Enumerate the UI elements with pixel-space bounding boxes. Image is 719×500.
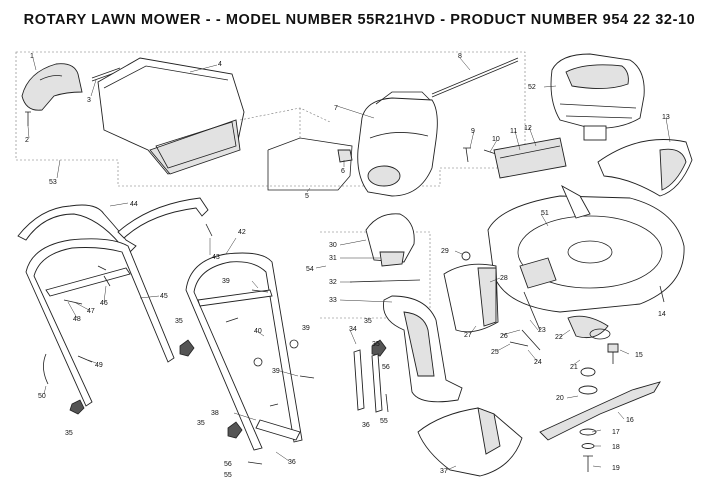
part-label: 48 bbox=[73, 316, 81, 323]
part-label: 43 bbox=[212, 254, 220, 261]
part-label: 44 bbox=[130, 201, 138, 208]
part-label: 17 bbox=[612, 429, 620, 436]
part-label: 9 bbox=[471, 128, 475, 135]
grass-bag bbox=[97, 57, 245, 175]
part-label: 52 bbox=[528, 84, 536, 91]
mower-blade bbox=[539, 381, 661, 441]
part-label: 55 bbox=[380, 418, 388, 425]
part-label: 35 bbox=[197, 420, 205, 427]
part-label: 35 bbox=[372, 341, 380, 348]
right-handle-frame bbox=[185, 252, 303, 451]
part-label: 35 bbox=[175, 318, 183, 325]
left-handle-frame bbox=[25, 238, 175, 407]
part-label: 40 bbox=[254, 328, 262, 335]
diagram-title: ROTARY LAWN MOWER - - MODEL NUMBER 55R21… bbox=[23, 12, 696, 28]
part-label: 49 bbox=[95, 362, 103, 369]
part-label: 19 bbox=[612, 465, 620, 472]
part-label: 39 bbox=[272, 368, 280, 375]
part-label: 23 bbox=[538, 327, 546, 334]
part-label: 11 bbox=[510, 128, 517, 135]
part-label: 46 bbox=[100, 300, 108, 307]
part-label: 22 bbox=[555, 334, 563, 341]
leader-lines bbox=[27, 57, 671, 471]
part-label: 4 bbox=[218, 61, 222, 68]
discharge-chute bbox=[382, 295, 463, 403]
part-labels: 1 2 3 4 5 6 7 8 9 10 11 12 13 14 15 16 1… bbox=[25, 53, 670, 479]
part-label: 26 bbox=[500, 333, 508, 340]
part-label: 3 bbox=[87, 97, 91, 104]
part-label: 27 bbox=[464, 332, 472, 339]
part-label: 30 bbox=[329, 242, 337, 249]
part-label: 50 bbox=[38, 393, 46, 400]
part-label: 6 bbox=[341, 168, 345, 175]
part-label: 32 bbox=[329, 279, 337, 286]
bag-knob bbox=[337, 149, 353, 163]
part-label: 53 bbox=[49, 179, 57, 186]
part-label: 28 bbox=[500, 275, 508, 282]
rear-chute bbox=[417, 407, 523, 477]
part-label: 34 bbox=[349, 326, 357, 333]
part-label: 54 bbox=[306, 266, 314, 273]
mower-deck bbox=[487, 184, 685, 313]
part-label: 56 bbox=[224, 461, 232, 468]
part-label: 36 bbox=[362, 422, 370, 429]
part-label: 56 bbox=[382, 364, 390, 371]
part-label: 14 bbox=[658, 311, 666, 318]
part-label: 13 bbox=[662, 114, 670, 121]
part-label: 45 bbox=[160, 293, 168, 300]
engine bbox=[550, 53, 645, 141]
bag-rod bbox=[431, 57, 519, 98]
part-label: 16 bbox=[626, 417, 634, 424]
part-label: 39 bbox=[302, 325, 310, 332]
bag-housing bbox=[357, 91, 438, 197]
part-label: 36 bbox=[288, 459, 296, 466]
part-label: 39 bbox=[222, 278, 230, 285]
part-label: 33 bbox=[329, 297, 337, 304]
part-label: 25 bbox=[491, 349, 499, 356]
part-label: 51 bbox=[541, 210, 549, 217]
part-label: 47 bbox=[87, 308, 95, 315]
part-label: 55 bbox=[224, 472, 232, 479]
bag-handle-grip bbox=[21, 63, 83, 111]
part-label: 5 bbox=[305, 193, 309, 200]
bag-frame bbox=[267, 137, 353, 191]
part-label: 35 bbox=[65, 430, 73, 437]
part-label: 8 bbox=[458, 53, 462, 60]
part-label: 20 bbox=[556, 395, 564, 402]
part-label: 31 bbox=[329, 255, 337, 262]
part-label: 21 bbox=[570, 364, 578, 371]
discharge-chute-cap bbox=[365, 213, 415, 267]
part-label: 2 bbox=[25, 137, 29, 144]
part-label: 38 bbox=[211, 410, 219, 417]
part-label: 35 bbox=[364, 318, 372, 325]
rear-cover bbox=[597, 139, 693, 197]
part-label: 29 bbox=[441, 248, 449, 255]
part-label: 37 bbox=[440, 468, 448, 475]
part-label: 15 bbox=[635, 352, 643, 359]
part-label: 10 bbox=[492, 136, 500, 143]
part-label: 7 bbox=[334, 105, 338, 112]
grass-bag-group-frame bbox=[15, 51, 526, 319]
blade-adapter bbox=[567, 315, 609, 339]
side-deflector bbox=[443, 263, 499, 333]
rear-flap bbox=[493, 137, 567, 179]
part-label: 18 bbox=[612, 444, 620, 451]
part-label: 1 bbox=[30, 53, 34, 60]
part-label: 12 bbox=[524, 125, 532, 132]
part-label: 42 bbox=[238, 229, 246, 236]
part-label: 24 bbox=[534, 359, 542, 366]
